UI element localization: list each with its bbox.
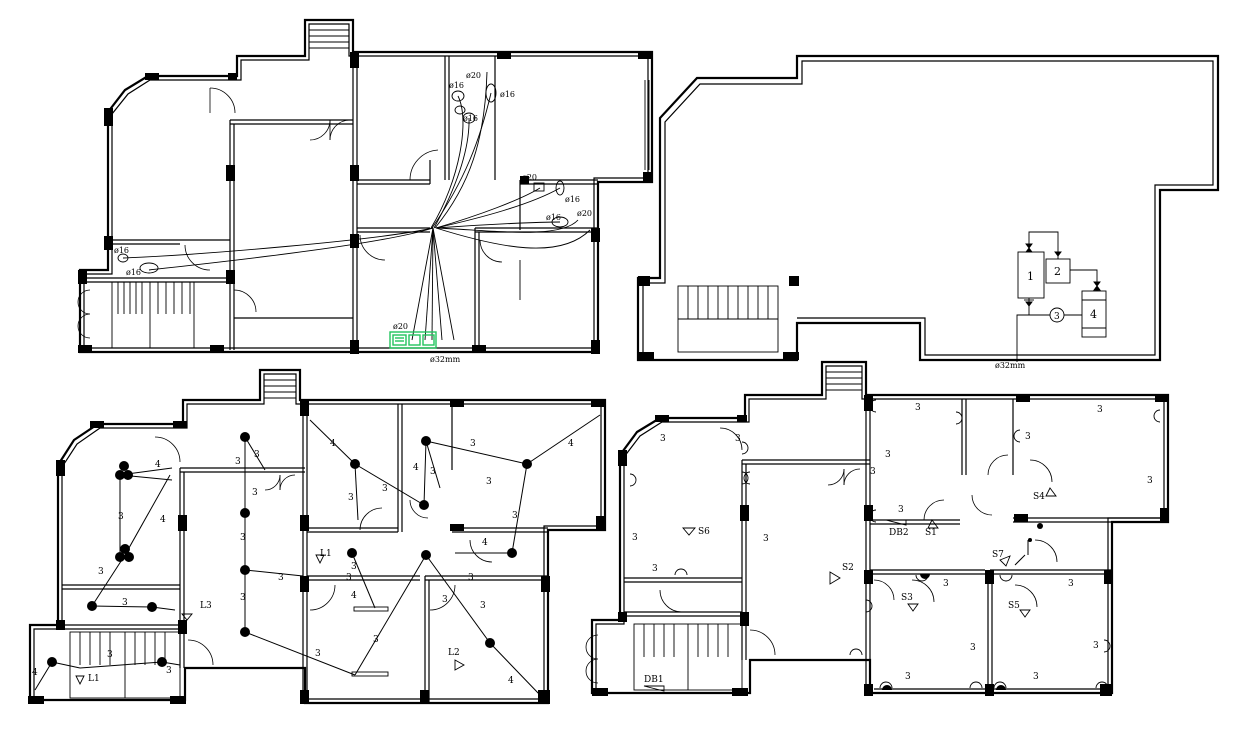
tank-4-label: 4: [1090, 308, 1097, 321]
roof-plan: 1 2 3 4 ø32mm: [636, 54, 1220, 370]
pipe-label: ø20: [466, 71, 481, 80]
circuit-label: 3: [315, 649, 321, 659]
circuit-label: 3: [254, 450, 260, 460]
circuit-label: 3: [512, 511, 518, 521]
circuit-label: 3: [351, 562, 357, 572]
circuit-label: 3: [486, 477, 492, 487]
socket-label: 3: [915, 403, 921, 413]
pipe-label: ø16: [449, 81, 464, 90]
S3-label: S3: [901, 593, 913, 603]
roof-main-pipe-label: ø32mm: [995, 361, 1026, 370]
circuit-label: 4: [351, 591, 357, 601]
power-plan: 3 3 3 3 3 3 3 3 3 3 3 3 3 3 3 3 3 3 S6 S…: [585, 360, 1170, 696]
socket-label: 3: [660, 434, 666, 444]
switch-symbols: [75, 554, 465, 686]
circuit-label: 3: [240, 533, 246, 543]
socket-label: 3: [1068, 579, 1074, 589]
circuit-label: 4: [413, 463, 419, 473]
circuit-label: 3: [346, 573, 352, 583]
circuit-label: 3: [107, 650, 113, 660]
circuit-label: 3: [118, 512, 124, 522]
socket-label: 3: [1025, 432, 1031, 442]
circuit-label: 4: [508, 676, 514, 686]
DB2-label: DB2: [889, 528, 909, 538]
circuit-label: 4: [482, 538, 488, 548]
S7-label: S7: [992, 550, 1004, 560]
S5-label: S5: [1008, 601, 1020, 611]
socket-label: 3: [898, 505, 904, 515]
L1-label: L1: [320, 549, 332, 559]
manifold-highlight: [389, 331, 437, 349]
circuit-label: 4: [330, 439, 336, 449]
socket-label: 3: [905, 672, 911, 682]
pipe-label: ø16: [463, 114, 478, 123]
circuit-label: 3: [240, 593, 246, 603]
circuit-label: 4: [160, 515, 166, 525]
tank-2-label: 2: [1054, 265, 1061, 278]
sockets: [629, 399, 1161, 689]
main-pipe-label: ø32mm: [430, 355, 461, 364]
circuit-label: 4: [155, 460, 161, 470]
S4-label: S4: [1033, 492, 1045, 502]
circuit-label: 3: [468, 573, 474, 583]
circuit-label: 3: [166, 666, 172, 676]
circuit-label: 3: [235, 457, 241, 467]
socket-label: 3: [632, 533, 638, 543]
circuit-label: 3: [252, 488, 258, 498]
socket-label: 3: [652, 564, 658, 574]
S6-label: S6: [698, 527, 710, 537]
lighting-plan: 4 3 3 3 4 3 3 3 3 3 3 3 4 3 4 3 3 4 3 3 …: [28, 368, 607, 705]
socket-label: 3: [735, 434, 741, 444]
socket-label: 3: [1097, 405, 1103, 415]
S1-label: S1: [925, 528, 937, 538]
L3-label: L3: [200, 601, 212, 611]
circuit-label: 4: [568, 439, 574, 449]
L1-label: L1: [88, 674, 100, 684]
socket-label: 3: [1093, 641, 1099, 651]
DB1-label: DB1: [644, 675, 664, 685]
tank-1-label: 1: [1027, 270, 1034, 283]
pipe-label: ø16: [126, 268, 141, 277]
pipe-label: ø16: [565, 195, 580, 204]
circuit-label: 3: [382, 484, 388, 494]
S2-label: S2: [842, 563, 854, 573]
pipe-label: ø16: [546, 213, 561, 222]
water-tank-system: [1016, 231, 1107, 362]
plumbing-plan: ø20 ø16 ø16 ø16 ø20 ø16 ø16 ø20 ø16 ø16 …: [77, 18, 654, 364]
pipe-label: ø20: [522, 173, 537, 182]
circuit-label: 3: [98, 567, 104, 577]
L2-label: L2: [448, 648, 460, 658]
circuit-label: 3: [470, 439, 476, 449]
socket-label: 3: [885, 450, 891, 460]
pump-3-label: 3: [1054, 312, 1060, 322]
socket-label: 3: [1147, 476, 1153, 486]
pipe-label: ø16: [500, 90, 515, 99]
circuit-label: 4: [32, 668, 38, 678]
circuit-label: 3: [442, 595, 448, 605]
pipe-label: ø20: [577, 209, 592, 218]
socket-label: 3: [870, 467, 876, 477]
socket-label: 3: [943, 579, 949, 589]
pipe-label: ø20: [393, 322, 408, 331]
socket-label: 3: [1033, 672, 1039, 682]
light-fixtures: [47, 432, 532, 667]
circuit-label: 3: [348, 493, 354, 503]
circuit-label: 3: [122, 598, 128, 608]
pipe-label: ø16: [114, 246, 129, 255]
socket-label: 3: [970, 643, 976, 653]
socket-label: 3: [763, 534, 769, 544]
circuit-label: 3: [480, 601, 486, 611]
circuit-label: 3: [430, 467, 436, 477]
circuit-label: 3: [278, 573, 284, 583]
circuit-label: 3: [373, 635, 379, 645]
